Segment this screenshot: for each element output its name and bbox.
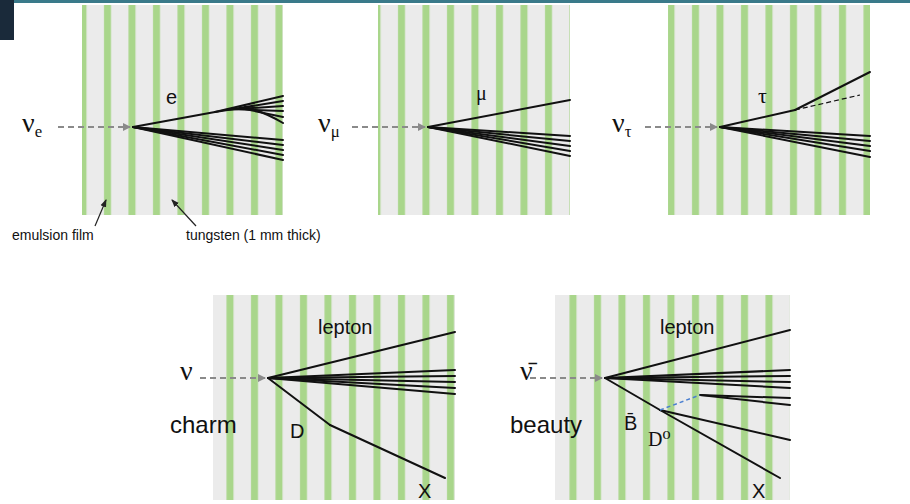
neutrino-symbol: ντ <box>612 108 631 142</box>
neutrino-symbol: ν <box>180 356 193 387</box>
particle-label: μ <box>476 82 487 104</box>
particle-label: D⁰ <box>648 428 670 450</box>
particle-label: B̄ <box>624 412 637 434</box>
part-label: tungsten (1 mm thick) <box>186 228 321 243</box>
particle-label: X <box>752 480 765 502</box>
particle-label: lepton <box>660 316 715 338</box>
neutrino-symbol: νμ <box>318 108 340 142</box>
neutrino-symbol: ν̄ <box>520 356 533 387</box>
process-label: beauty <box>510 412 582 438</box>
particle-label: e <box>166 86 177 108</box>
particle-label: X <box>418 480 431 502</box>
particle-label: τ <box>758 84 767 108</box>
process-label: charm <box>170 412 237 438</box>
particle-label: lepton <box>318 316 373 338</box>
part-label: emulsion film <box>12 228 94 243</box>
neutrino-symbol: νe <box>22 108 42 142</box>
particle-label: D <box>290 420 304 442</box>
